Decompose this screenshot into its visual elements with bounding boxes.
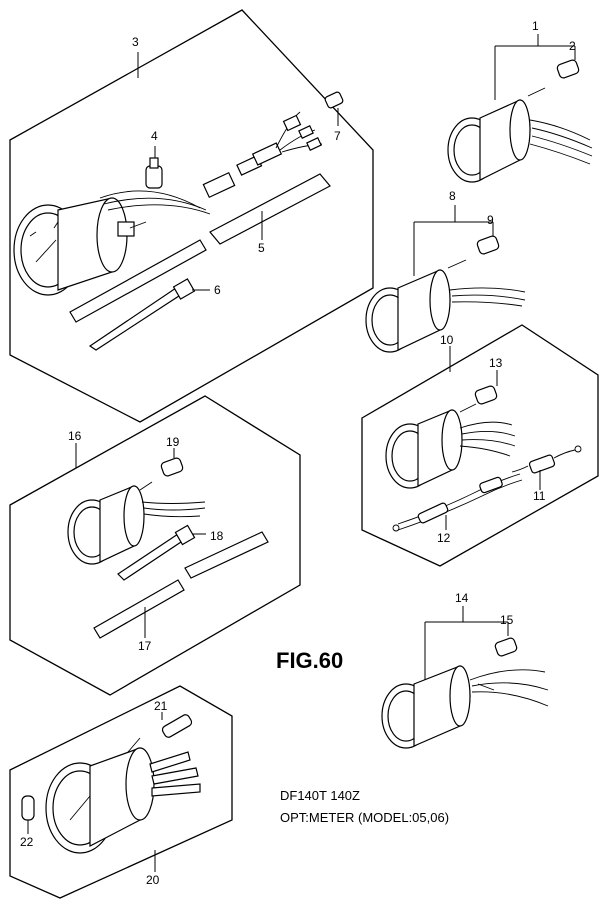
group-10-box [361, 324, 599, 567]
group-8-bracket [413, 205, 494, 276]
caption-model-line: DF140T 140Z [280, 788, 360, 803]
callout-15: 15 [500, 613, 514, 627]
tube-part-5 [69, 173, 331, 323]
gauge-part-20 [45, 737, 201, 854]
callout-18: 18 [210, 529, 224, 543]
callout-7: 7 [334, 129, 341, 143]
callout-8: 8 [449, 189, 456, 203]
harness-part-12 [392, 473, 523, 532]
callout-4: 4 [151, 129, 158, 143]
gauge-part-1 [447, 87, 593, 183]
callout-21: 21 [154, 699, 168, 713]
bulb-part-2 [556, 59, 580, 79]
bulb-part-4 [145, 146, 163, 189]
tube-part-17 [93, 531, 269, 639]
bulb-part-19 [160, 448, 184, 477]
callout-9: 9 [487, 213, 494, 227]
figure-label: FIG.60 [276, 648, 343, 673]
callout-14: 14 [455, 591, 469, 605]
bulb-part-21 [161, 712, 193, 738]
callout-16: 16 [68, 429, 82, 443]
bulb-part-7 [324, 91, 344, 126]
bulb-part-9 [476, 235, 500, 255]
bulb-part-22 [21, 795, 35, 834]
callout-13: 13 [489, 356, 503, 370]
gauge-part-16 [67, 481, 206, 565]
callout-5: 5 [258, 241, 265, 255]
group-1-bracket [494, 34, 576, 100]
callout-22: 22 [20, 835, 34, 849]
callout-1: 1 [532, 19, 539, 33]
group-16-box [9, 395, 301, 696]
cable-tie-part-18 [117, 524, 206, 581]
group-14-bracket [424, 606, 509, 680]
callout-12: 12 [437, 531, 451, 545]
callout-2: 2 [569, 39, 576, 53]
bulb-part-15 [494, 637, 518, 657]
harness-part-11 [511, 445, 582, 490]
group-20-box [9, 685, 233, 899]
cable-tie-part-6 [88, 278, 210, 351]
callout-10: 10 [440, 333, 454, 347]
gauge-part-8 [365, 259, 526, 353]
gauge-part-14 [381, 665, 549, 749]
callout-6: 6 [214, 283, 221, 297]
callout-3: 3 [132, 35, 139, 49]
bulb-part-13 [474, 370, 498, 405]
callout-17: 17 [138, 639, 152, 653]
callout-11: 11 [533, 489, 546, 503]
caption-description-line: OPT:METER (MODEL:05,06) [280, 810, 449, 825]
callout-19: 19 [166, 435, 180, 449]
callout-20: 20 [146, 873, 160, 887]
group-3-box [9, 9, 374, 423]
gauge-part-10 [385, 403, 516, 489]
gauge-assembly-3 [13, 111, 323, 296]
